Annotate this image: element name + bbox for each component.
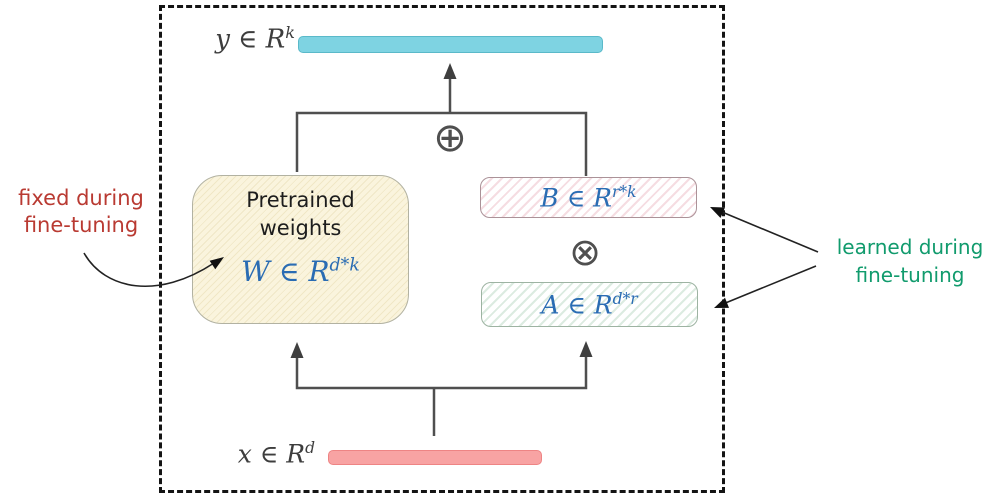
fixed-annotation-line1: fixed during bbox=[18, 186, 144, 210]
pretrained-title-line1: Pretrained bbox=[246, 188, 355, 212]
pretrained-weights-box: Pretrained weights W ∈ Rd*k bbox=[192, 175, 409, 324]
output-vector-bar bbox=[298, 36, 603, 53]
a-label-base: A ∈ R bbox=[541, 290, 613, 320]
learned-arrow-a-line bbox=[722, 265, 817, 305]
input-label-sup: d bbox=[305, 439, 315, 457]
output-label-base: y ∈ R bbox=[215, 24, 286, 55]
lora-b-matrix-box: B ∈ Rr*k bbox=[480, 177, 697, 218]
learned-annotation-line1: learned during bbox=[836, 235, 984, 259]
pretrained-weights-label: W ∈ Rd*k bbox=[241, 255, 360, 288]
fixed-annotation: fixed during fine-tuning bbox=[2, 185, 160, 240]
input-vector-label: x ∈ Rd bbox=[195, 439, 315, 468]
pretrained-title-line2: weights bbox=[259, 215, 342, 240]
a-label-sup: d*r bbox=[612, 289, 638, 308]
learned-arrow-b-line bbox=[721, 211, 819, 253]
fixed-annotation-line2: fine-tuning bbox=[23, 213, 139, 238]
times-circle-icon: ⊗ bbox=[569, 230, 601, 274]
b-label-sup: r*k bbox=[612, 182, 637, 201]
lora-a-label: A ∈ Rd*r bbox=[541, 290, 637, 319]
lora-b-label: B ∈ Rr*k bbox=[540, 183, 636, 212]
input-label-base: x ∈ R bbox=[237, 439, 306, 469]
plus-circle-icon: ⊕ bbox=[433, 115, 467, 161]
learned-annotation: learned during fine-tuning bbox=[820, 234, 1000, 289]
output-vector-label: y ∈ Rk bbox=[175, 23, 295, 55]
learned-annotation-line2: fine-tuning bbox=[855, 262, 965, 287]
output-label-sup: k bbox=[285, 23, 295, 42]
input-vector-bar bbox=[328, 450, 542, 465]
lora-a-matrix-box: A ∈ Rd*r bbox=[481, 282, 698, 327]
b-label-base: B ∈ R bbox=[540, 183, 613, 213]
w-label-sup: d*k bbox=[329, 256, 360, 277]
w-label-base: W ∈ R bbox=[241, 255, 330, 289]
